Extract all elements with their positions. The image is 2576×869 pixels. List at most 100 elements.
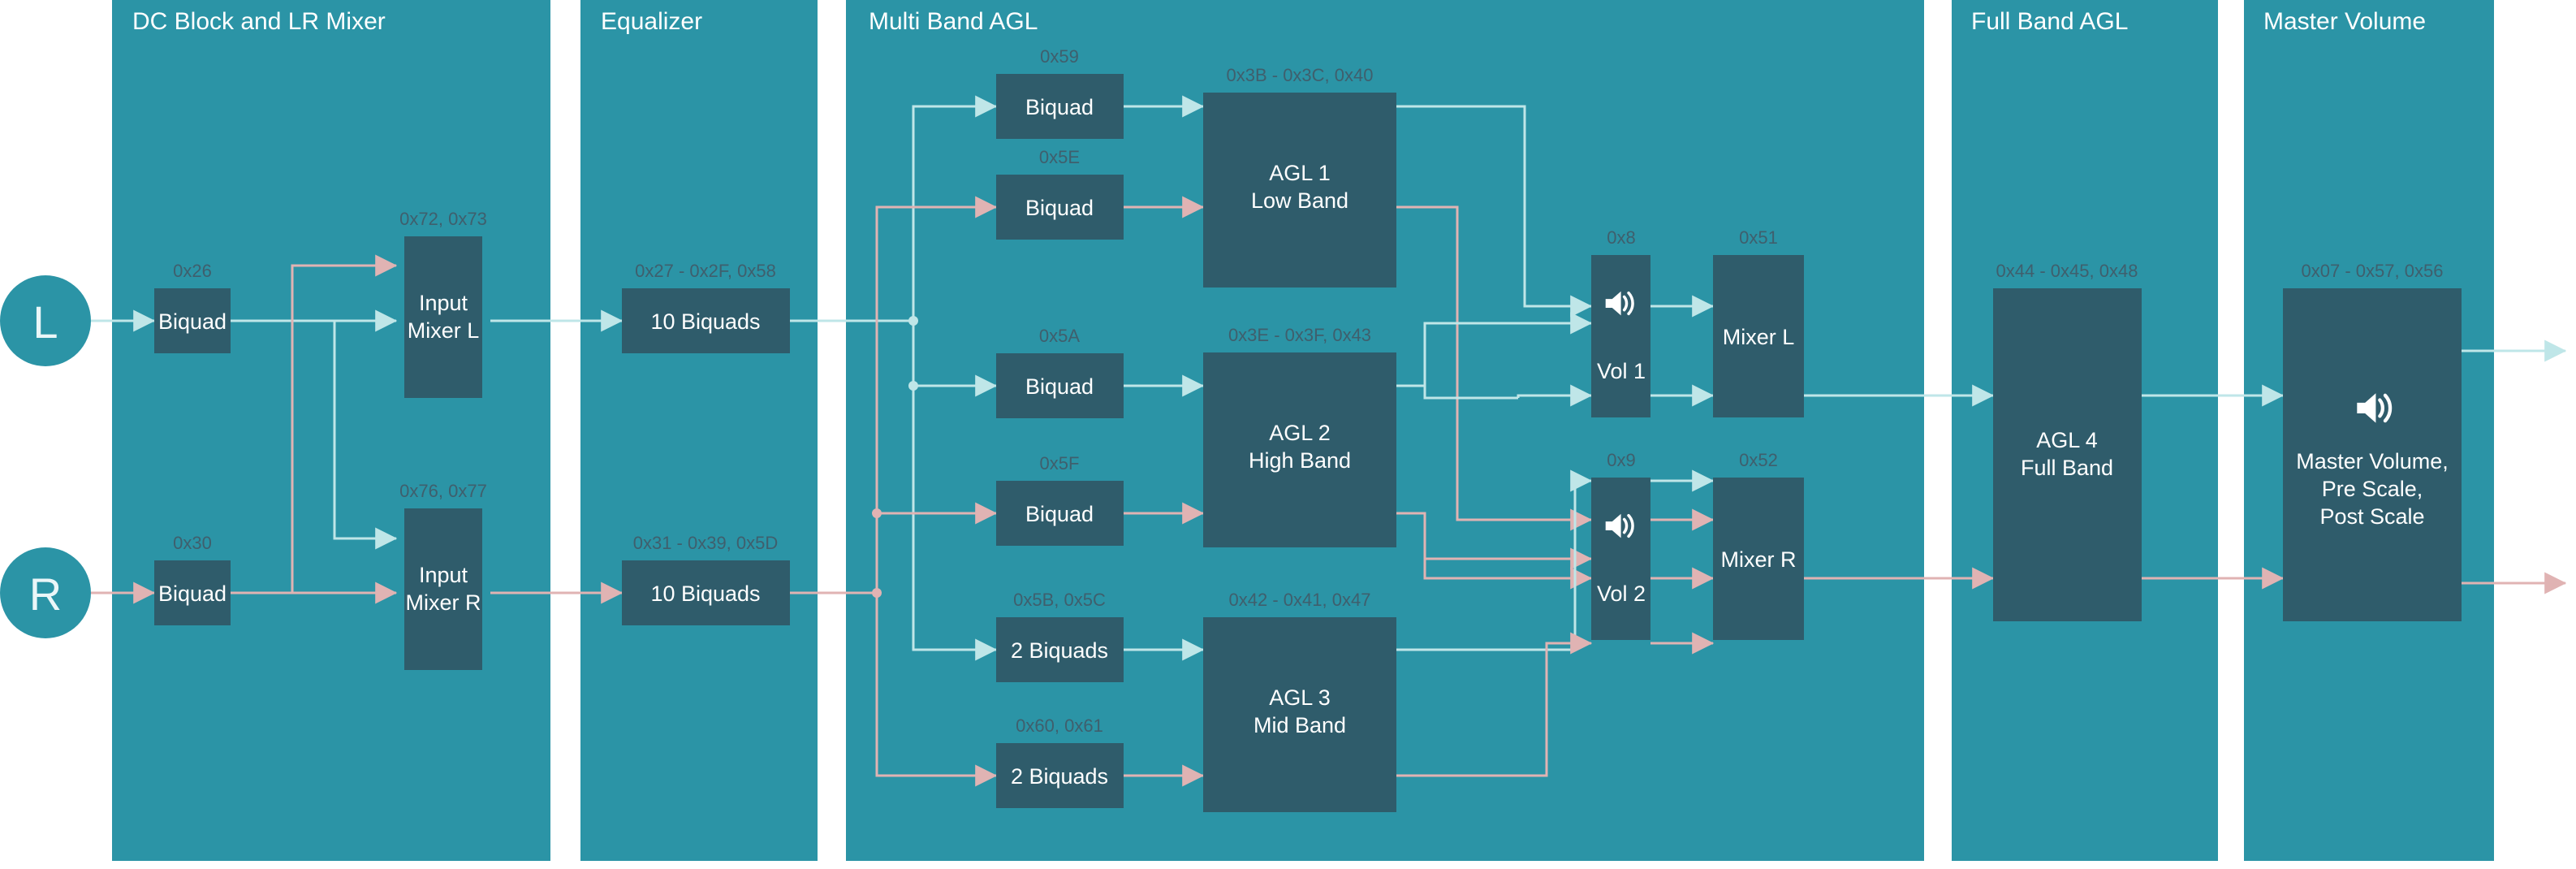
block-label: Vol 2 bbox=[1597, 581, 1646, 606]
block-label-line-1: Input bbox=[419, 291, 468, 315]
block-biquad-dc-l[interactable]: 0x26 Biquad bbox=[154, 261, 231, 353]
block-label: Mixer R bbox=[1721, 547, 1797, 572]
speaker-icon bbox=[1605, 513, 1634, 538]
block-label-line-1: AGL 1 bbox=[1269, 161, 1331, 185]
block-label-line-2: Low Band bbox=[1251, 188, 1348, 213]
block-address: 0x27 - 0x2F, 0x58 bbox=[635, 261, 776, 281]
block-address: 0x60, 0x61 bbox=[1016, 716, 1103, 736]
block-agl-1[interactable]: 0x3B - 0x3C, 0x40 AGL 1 Low Band bbox=[1203, 65, 1396, 288]
block-label: Mixer L bbox=[1723, 325, 1795, 349]
block-address: 0x31 - 0x39, 0x5D bbox=[633, 533, 779, 553]
block-eq-l[interactable]: 0x27 - 0x2F, 0x58 10 Biquads bbox=[622, 261, 790, 353]
input-r-circle bbox=[0, 547, 91, 638]
panel-dc-block-and-lr-mixer: DC Block and LR Mixer bbox=[112, 0, 550, 861]
block-label: Vol 1 bbox=[1597, 359, 1646, 383]
block-rect bbox=[1591, 255, 1650, 417]
block-label: 10 Biquads bbox=[650, 581, 760, 606]
wire-agl-2-left-mid bbox=[1396, 384, 1518, 400]
block-rect bbox=[1591, 478, 1650, 640]
input-l[interactable]: L bbox=[0, 275, 91, 366]
block-mixer-r[interactable]: 0x52 Mixer R bbox=[1713, 450, 1804, 640]
block-address: 0x76, 0x77 bbox=[399, 481, 487, 501]
block-address: 0x5A bbox=[1039, 326, 1080, 346]
block-rect bbox=[622, 288, 790, 353]
block-rect bbox=[996, 175, 1124, 240]
block-biquads-mid-l[interactable]: 0x5B, 0x5C 2 Biquads bbox=[996, 590, 1124, 682]
block-agl-3[interactable]: 0x42 - 0x41, 0x47 AGL 3 Mid Band bbox=[1203, 590, 1396, 812]
block-agl-2[interactable]: 0x3E - 0x3F, 0x43 AGL 2 High Band bbox=[1203, 325, 1396, 547]
block-rect bbox=[1203, 352, 1396, 547]
wire-agl-1-left-to-vol-1 bbox=[1396, 105, 1593, 318]
block-label-line-2: Mixer L bbox=[408, 318, 480, 343]
block-label-line-1: Input bbox=[419, 563, 468, 587]
block-label-line-2: High Band bbox=[1249, 448, 1351, 473]
wire-eq-r-to-biquads-mid-r bbox=[875, 593, 998, 787]
block-rect bbox=[996, 74, 1124, 139]
block-address: 0x07 - 0x57, 0x56 bbox=[2302, 261, 2444, 281]
block-rect bbox=[154, 288, 231, 353]
block-label-line-1: Master Volume, bbox=[2296, 449, 2449, 473]
input-l-circle bbox=[0, 275, 91, 366]
block-address: 0x8 bbox=[1607, 227, 1635, 248]
block-biquad-high-l[interactable]: 0x5A Biquad bbox=[996, 326, 1124, 418]
input-r[interactable]: R bbox=[0, 547, 91, 638]
block-label-line-2: Mixer R bbox=[406, 590, 481, 615]
panel-title: DC Block and LR Mixer bbox=[132, 8, 386, 35]
block-address: 0x5E bbox=[1039, 147, 1080, 167]
block-input-mixer-r[interactable]: 0x76, 0x77 Input Mixer R bbox=[399, 481, 487, 670]
block-rect bbox=[1713, 478, 1804, 640]
input-r-label: R bbox=[29, 569, 62, 620]
block-biquad-high-r[interactable]: 0x5F Biquad bbox=[996, 453, 1124, 546]
block-biquad-low-r[interactable]: 0x5E Biquad bbox=[996, 147, 1124, 240]
block-vol-2[interactable]: 0x9 Vol 2 bbox=[1591, 450, 1650, 640]
block-rect bbox=[996, 617, 1124, 682]
panel-title: Equalizer bbox=[601, 8, 702, 35]
block-label: Biquad bbox=[1025, 374, 1094, 399]
block-address: 0x30 bbox=[173, 533, 212, 553]
block-eq-r[interactable]: 0x31 - 0x39, 0x5D 10 Biquads bbox=[622, 533, 790, 625]
panel-background bbox=[580, 0, 818, 861]
block-master-volume[interactable]: 0x07 - 0x57, 0x56 Master Volume, Pre Sca… bbox=[2283, 261, 2462, 621]
block-address: 0x26 bbox=[173, 261, 212, 281]
block-rect bbox=[996, 353, 1124, 418]
block-rect bbox=[154, 560, 231, 625]
block-rect bbox=[996, 481, 1124, 546]
wire-agl-2-left-to-vol-1-b bbox=[1517, 384, 1593, 407]
wire-agl-3-left-to-vol-1 bbox=[1396, 469, 1593, 651]
block-rect bbox=[996, 743, 1124, 808]
block-biquads-mid-r[interactable]: 0x60, 0x61 2 Biquads bbox=[996, 716, 1124, 808]
block-address: 0x51 bbox=[1739, 227, 1778, 248]
block-input-mixer-l[interactable]: 0x72, 0x73 Input Mixer L bbox=[399, 209, 487, 398]
panel-equalizer: Equalizer bbox=[580, 0, 818, 861]
block-label-line-2: Full Band bbox=[2021, 456, 2113, 480]
wire-agl-1-right-to-vol-2 bbox=[1396, 205, 1593, 531]
panel-background bbox=[112, 0, 550, 861]
wire-agl-3-right-to-vol-2 bbox=[1396, 632, 1593, 777]
block-biquad-dc-r[interactable]: 0x30 Biquad bbox=[154, 533, 231, 625]
block-label-line-1: AGL 4 bbox=[2036, 428, 2098, 452]
block-address: 0x44 - 0x45, 0x48 bbox=[1996, 261, 2138, 281]
block-label: 2 Biquads bbox=[1011, 764, 1108, 789]
block-label: Biquad bbox=[1025, 502, 1094, 526]
block-address: 0x52 bbox=[1739, 450, 1778, 470]
wire-biquad-dc-r-to-input-mixer-l bbox=[291, 254, 398, 593]
block-label: 10 Biquads bbox=[650, 309, 760, 334]
block-rect bbox=[404, 508, 482, 670]
block-label-line-1: AGL 2 bbox=[1269, 421, 1331, 445]
junction-dot-right-mid bbox=[872, 508, 882, 518]
block-address: 0x3E - 0x3F, 0x43 bbox=[1228, 325, 1371, 345]
block-agl-4[interactable]: 0x44 - 0x45, 0x48 AGL 4 Full Band bbox=[1993, 261, 2142, 621]
input-l-label: L bbox=[32, 296, 58, 348]
panel-title: Full Band AGL bbox=[1971, 8, 2128, 35]
block-mixer-l[interactable]: 0x51 Mixer L bbox=[1713, 227, 1804, 417]
block-label: Biquad bbox=[1025, 95, 1094, 119]
block-vol-1[interactable]: 0x8 Vol 1 bbox=[1591, 227, 1650, 417]
block-biquad-low-l[interactable]: 0x59 Biquad bbox=[996, 46, 1124, 139]
block-rect bbox=[1203, 617, 1396, 812]
speaker-icon bbox=[1605, 291, 1634, 316]
block-label-line-1: AGL 3 bbox=[1269, 685, 1331, 710]
block-label-line-3: Post Scale bbox=[2319, 504, 2424, 529]
block-rect bbox=[404, 236, 482, 398]
